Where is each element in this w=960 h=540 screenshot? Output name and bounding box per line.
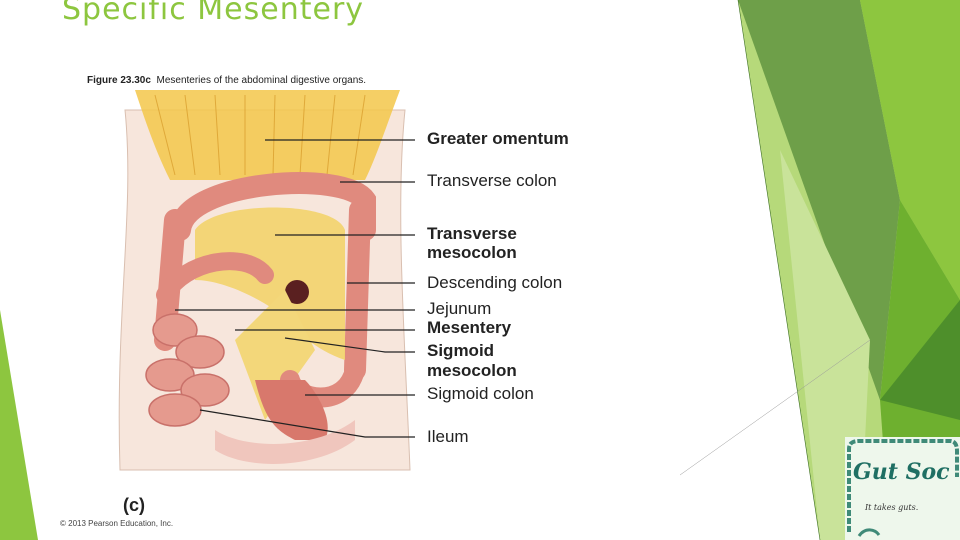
gut-soc-logo: Gut Soc It takes guts. (845, 437, 960, 540)
abdominal-mesentery-illustration (118, 90, 415, 471)
figure-caption: Figure 23.30c Mesenteries of the abdomin… (87, 75, 366, 86)
label-transverse-colon: Transverse colon (427, 171, 557, 190)
label-sigmoid-mesocolon-line1: Sigmoid (427, 341, 495, 360)
figure-caption-text: Mesenteries of the abdominal digestive o… (156, 75, 367, 86)
logo-tagline: It takes guts. (865, 503, 919, 512)
label-mesentery: Mesentery (427, 318, 512, 337)
label-sigmoid-mesocolon-line2: mesocolon (427, 361, 517, 380)
copyright-notice: © 2013 Pearson Education, Inc. (60, 519, 174, 528)
panel-letter: (c) (123, 495, 145, 515)
label-transverse-mesocolon-line2: mesocolon (427, 243, 517, 262)
figure-number: Figure 23.30c (87, 75, 151, 86)
label-transverse-mesocolon-line1: Transverse (427, 224, 517, 243)
label-ileum: Ileum (427, 427, 469, 446)
slide-title: Specific Mesentery (62, 0, 365, 27)
intestine-border-icon (847, 439, 959, 537)
label-descending-colon: Descending colon (427, 273, 563, 292)
logo-name: Gut Soc (853, 459, 950, 485)
label-greater-omentum: Greater omentum (427, 129, 569, 148)
label-jejunum: Jejunum (427, 299, 492, 318)
label-sigmoid-colon: Sigmoid colon (427, 384, 534, 403)
